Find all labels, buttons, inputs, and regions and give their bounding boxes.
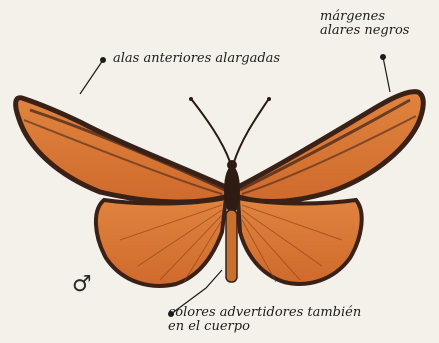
butterfly-thorax (224, 166, 240, 214)
warning-colors-annotation: colores advertidores también en el cuerp… (168, 306, 361, 334)
right-antenna (234, 100, 268, 162)
wing-margins-line2: alares negros (320, 24, 409, 38)
wing-margins-line1: márgenes (320, 10, 409, 24)
warning-colors-line1: colores advertidores también (168, 306, 361, 320)
right-hindwing (238, 198, 362, 284)
forewings-annotation: alas anteriores alargadas (113, 52, 280, 66)
warning-colors-line2: en el cuerpo (168, 320, 361, 334)
left-hindwing (96, 198, 226, 286)
wing-margins-annotation: márgenes alares negros (320, 10, 409, 38)
butterfly-abdomen (226, 210, 237, 282)
left-antenna (192, 100, 230, 162)
male-symbol-icon: ♂ (72, 272, 92, 297)
